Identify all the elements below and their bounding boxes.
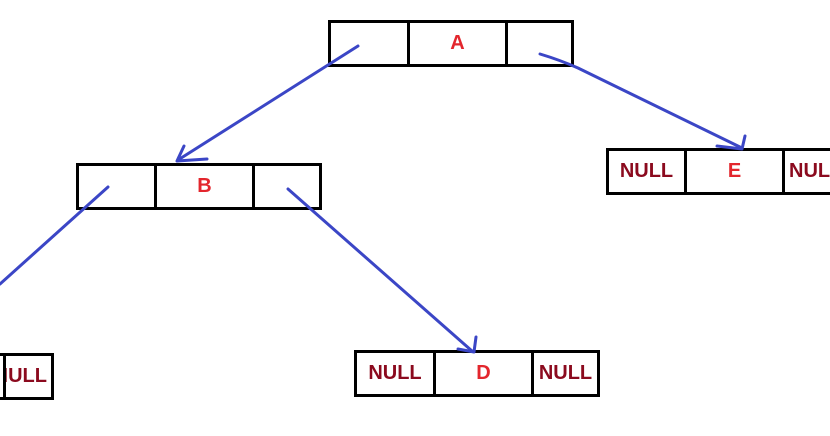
node-b-left-pointer bbox=[79, 166, 154, 207]
tree-node-partial: NULL bbox=[0, 353, 54, 400]
node-a-right-pointer bbox=[505, 23, 571, 64]
arrow-b-to-d bbox=[286, 187, 474, 353]
node-d-left-null: NULL bbox=[368, 362, 422, 384]
node-b-value: B bbox=[154, 166, 252, 207]
tree-node-d: NULL D NULL bbox=[354, 350, 600, 397]
node-e-left-null: NULL bbox=[619, 160, 674, 182]
node-d-value: D bbox=[433, 353, 531, 394]
node-e-value: E bbox=[684, 151, 782, 192]
tree-node-a: A bbox=[328, 20, 574, 67]
node-a-left-pointer bbox=[331, 23, 407, 64]
node-b-right-pointer bbox=[252, 166, 319, 207]
tree-node-b: B bbox=[76, 163, 322, 210]
node-d-right-null: NULL bbox=[531, 353, 597, 394]
arrow-a-to-e bbox=[538, 52, 744, 150]
node-partial-right-null: NULL bbox=[3, 356, 51, 397]
arrow-a-to-b-head bbox=[175, 144, 209, 163]
node-e-right-null: NULL bbox=[782, 151, 830, 192]
tree-node-e: NULL E NULL bbox=[606, 148, 830, 195]
node-a-value: A bbox=[407, 23, 505, 64]
